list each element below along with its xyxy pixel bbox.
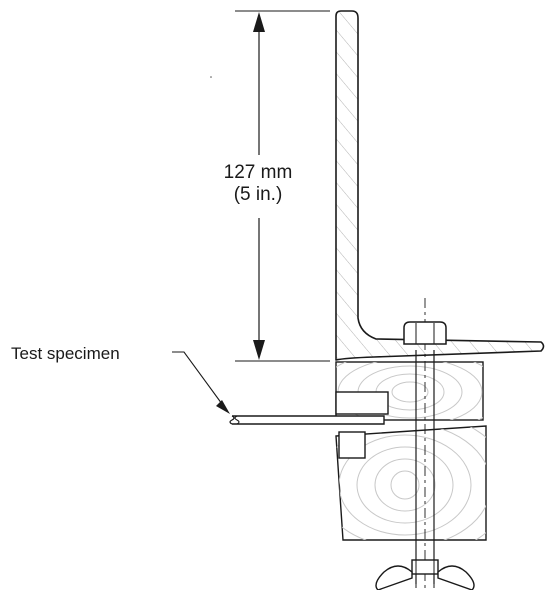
angle-bracket xyxy=(335,10,545,361)
wing-nut xyxy=(375,559,475,590)
arrowhead-top xyxy=(253,12,265,32)
lower-spacer-plate xyxy=(338,431,366,459)
bolt xyxy=(415,298,435,588)
stray-mark xyxy=(210,76,212,78)
arrowhead-bottom xyxy=(253,340,265,360)
test-specimen xyxy=(229,415,385,425)
dimension-metric-label: 127 mm xyxy=(223,162,293,183)
test-specimen-label: Test specimen xyxy=(11,344,120,363)
upper-spacer-plate xyxy=(335,391,389,415)
dimension-imperial-label: (5 in.) xyxy=(233,184,283,205)
bolt-head xyxy=(403,321,447,345)
lower-wood-block xyxy=(335,425,487,541)
specimen-leader xyxy=(172,351,230,414)
